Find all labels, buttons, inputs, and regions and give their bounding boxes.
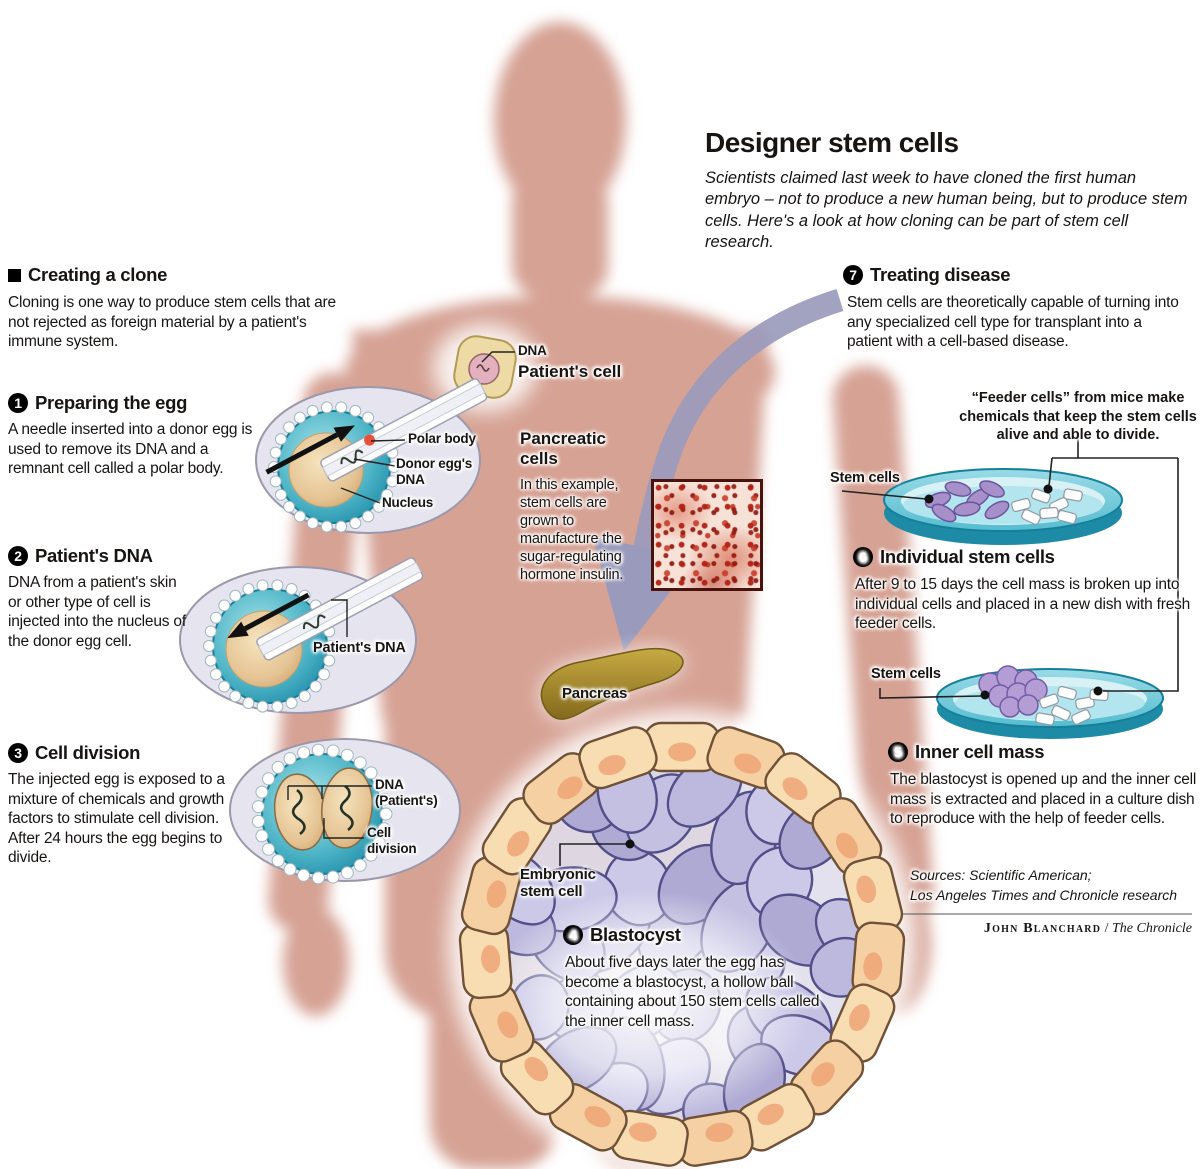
dna-patients-label: DNA (Patient's) <box>375 777 438 808</box>
step-7-body: Stem cells are theoretically capable of … <box>847 294 1179 351</box>
step-4-number: 4 <box>563 925 583 945</box>
pancreas-illustration <box>540 647 684 720</box>
step-7-heading: 7 Treating disease <box>843 264 1010 286</box>
stem-cells-label-dish1: Stem cells <box>830 470 900 486</box>
step-5-title: Inner cell mass <box>915 741 1045 762</box>
step-5-number: 5 <box>888 742 908 762</box>
step-2-body: DNA from a patient's skin or other type … <box>8 574 186 650</box>
credit-publication: The Chronicle <box>1112 921 1192 936</box>
step-6-title: Individual stem cells <box>880 546 1055 567</box>
patients-cell-label: Patient's cell <box>518 362 622 381</box>
blastocyst-illustration <box>448 710 916 1169</box>
credit-separator: / <box>1101 921 1113 936</box>
stem-cells-label-dish2: Stem cells <box>871 666 941 682</box>
step-1-number: 1 <box>8 393 28 413</box>
page-title: Designer stem cells <box>705 127 959 158</box>
step-2-heading: 2 Patient's DNA <box>8 545 153 567</box>
donor-eggs-dna-label: Donor egg's DNA <box>396 456 473 487</box>
flow-arrow <box>592 289 844 652</box>
step-3-heading: 3 Cell division <box>8 742 140 764</box>
sources-note: Sources: Scientific American; Los Angele… <box>910 867 1178 903</box>
step-4-heading: 4 Blastocyst <box>563 924 681 946</box>
step-2-number: 2 <box>8 546 28 566</box>
step-3-number: 3 <box>8 743 28 763</box>
creating-clone-body: Cloning is one way to produce stem cells… <box>8 294 336 351</box>
creating-clone-heading: Creating a clone <box>8 264 167 286</box>
feeder-note-leader <box>1048 433 1179 692</box>
intro-paragraph: Scientists claimed last week to have clo… <box>705 169 1188 252</box>
nucleus-label: Nucleus <box>382 495 434 510</box>
petri-dish-2 <box>879 665 1164 739</box>
pancreatic-cells-body: In this example, stem cells are grown to… <box>520 477 624 583</box>
pancreatic-cells-micrograph <box>651 479 763 591</box>
step-6-number: 6 <box>853 547 873 567</box>
petri-dish-1 <box>841 468 1123 545</box>
patients-dna-label: Patient's DNA <box>313 640 406 656</box>
step-3-body: The injected egg is exposed to a mixture… <box>8 771 225 867</box>
step-4-title: Blastocyst <box>590 924 681 945</box>
step-5-body: The blastocyst is opened up and the inne… <box>890 771 1197 828</box>
egg-2-illustration <box>179 557 424 714</box>
step-5-heading: 5 Inner cell mass <box>888 741 1044 763</box>
patients-cell-illustration <box>433 324 537 412</box>
step-6-heading: 6 Individual stem cells <box>853 546 1055 568</box>
step-4-body: About five days later the egg has become… <box>565 954 820 1030</box>
credit-line: John Blanchard / The Chronicle <box>850 921 1192 937</box>
step-1-heading: 1 Preparing the egg <box>8 392 187 414</box>
step-7-number: 7 <box>843 265 863 285</box>
step-1-title: Preparing the egg <box>35 392 188 413</box>
step-2-title: Patient's DNA <box>35 545 153 566</box>
embryonic-stem-cell-label: Embryonic stem cell <box>520 866 596 901</box>
credit-name: John Blanchard <box>983 921 1102 936</box>
creating-clone-title: Creating a clone <box>28 264 168 285</box>
step-1-body: A needle inserted into a donor egg is us… <box>8 421 253 478</box>
section-bullet <box>8 268 21 282</box>
step-3-title: Cell division <box>35 742 141 763</box>
dna-label: DNA <box>518 343 547 358</box>
feeder-cells-note: “Feeder cells” from mice make chemicals … <box>959 390 1197 444</box>
egg-3-illustration <box>229 738 461 885</box>
cell-division-label: Cell division <box>367 825 417 856</box>
step-6-body: After 9 to 15 days the cell mass is brok… <box>855 576 1191 633</box>
pancreatic-cells-title: Pancreatic cells <box>520 429 606 468</box>
step-7-title: Treating disease <box>870 264 1011 285</box>
polar-body-label: Polar body <box>408 431 476 446</box>
egg-1-illustration <box>255 378 488 534</box>
pancreas-label: Pancreas <box>562 685 628 702</box>
